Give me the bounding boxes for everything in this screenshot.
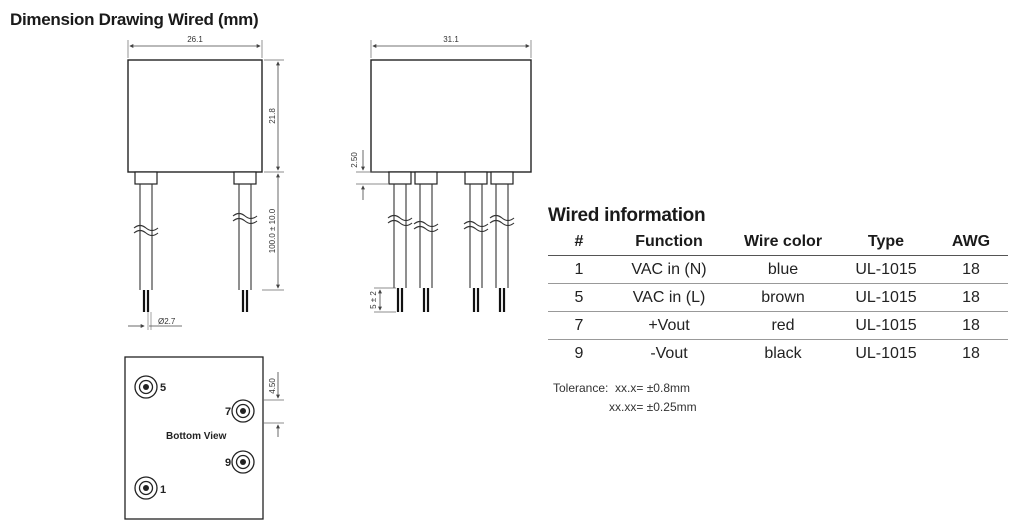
cell-function: -Vout — [650, 344, 688, 362]
tolerance-line-2: xx.xx= ±0.25mm — [609, 400, 697, 414]
tolerance-label: Tolerance: — [553, 381, 609, 395]
wire-length-label: 100.0 ± 10.0 — [268, 208, 277, 253]
side-pin-left — [134, 171, 158, 185]
col-header-wire-color: Wire color — [728, 229, 838, 256]
pin-1: 1 — [134, 476, 166, 500]
side-pin-right — [233, 171, 257, 185]
col-header-function: Function — [610, 229, 728, 256]
table-row: 9 -Vout black UL-1015 18 — [548, 340, 1008, 368]
cell-type: UL-1015 — [838, 255, 934, 284]
strip-length-label: 5 ± 2 — [369, 291, 378, 309]
col-header-number: # — [548, 229, 610, 256]
front-width-label: 31.1 — [443, 35, 459, 44]
cell-awg: 18 — [934, 283, 1008, 312]
tolerance-line-1: xx.x= ±0.8mm — [615, 381, 690, 395]
side-view: 26.1 21.8 100.0 ± 10.0 Ø2.7 — [127, 35, 284, 330]
bottom-view: 5 7 9 1 Bottom View 4.50 — [124, 356, 284, 520]
cell-number: 1 — [548, 255, 610, 284]
front-wires — [387, 184, 515, 288]
pin-offset-label: 2.50 — [350, 152, 359, 168]
side-width-label: 26.1 — [187, 35, 203, 44]
pin-spacing-label: 4.50 — [268, 378, 277, 394]
cell-number: 7 — [548, 311, 610, 340]
front-view: 31.1 2.50 5 ± 2 — [350, 35, 532, 313]
cell-function: VAC in (N) — [610, 255, 728, 284]
cell-wire-color: brown — [728, 283, 838, 312]
pin-5-label: 5 — [160, 382, 166, 394]
pin-7: 7 — [225, 399, 255, 423]
page-title: Dimension Drawing Wired (mm) — [10, 10, 259, 29]
table-header-row: # Function Wire color Type AWG — [548, 229, 1008, 256]
cell-type: UL-1015 — [838, 311, 934, 340]
wire-diameter-label: Ø2.7 — [158, 317, 176, 326]
cell-wire-color: blue — [728, 255, 838, 284]
table-row: 7 +Vout red UL-1015 18 — [548, 311, 1008, 340]
pin-9-label: 9 — [225, 457, 231, 469]
side-wire-right — [232, 184, 258, 290]
bottom-view-label: Bottom View — [166, 431, 227, 442]
cell-function: +Vout — [610, 311, 728, 340]
table-row: 5 VAC in (L) brown UL-1015 18 — [548, 283, 1008, 312]
wired-info-table: # Function Wire color Type AWG 1 VAC in … — [548, 229, 1008, 367]
side-wire-left — [133, 184, 159, 290]
cell-number: 9 — [574, 344, 584, 362]
pin-1-label: 1 — [160, 484, 166, 496]
front-body — [370, 59, 532, 173]
cell-wire-color: black — [764, 344, 802, 362]
side-body — [127, 59, 263, 173]
cell-type: UL-1015 — [838, 283, 934, 312]
body-height-label: 21.8 — [268, 108, 277, 124]
pin-5: 5 — [134, 375, 166, 399]
cell-awg: 18 — [962, 344, 980, 362]
pin-9: 9 — [225, 450, 255, 474]
cell-type: UL-1015 — [855, 344, 917, 362]
wired-information: Wired information # Function Wire color … — [548, 205, 1008, 367]
wired-info-title: Wired information — [548, 205, 706, 226]
cell-function: VAC in (L) — [610, 283, 728, 312]
col-header-awg: AWG — [934, 229, 1008, 256]
col-header-type: Type — [838, 229, 934, 256]
cell-number: 5 — [548, 283, 610, 312]
tolerance-note: Tolerance: xx.x= ±0.8mm xx.xx= ±0.25mm — [553, 379, 697, 417]
pin-7-label: 7 — [225, 406, 231, 418]
cell-wire-color: red — [728, 311, 838, 340]
table-row: 1 VAC in (N) blue UL-1015 18 — [548, 255, 1008, 284]
cell-awg: 18 — [934, 255, 1008, 284]
cell-awg: 18 — [934, 311, 1008, 340]
